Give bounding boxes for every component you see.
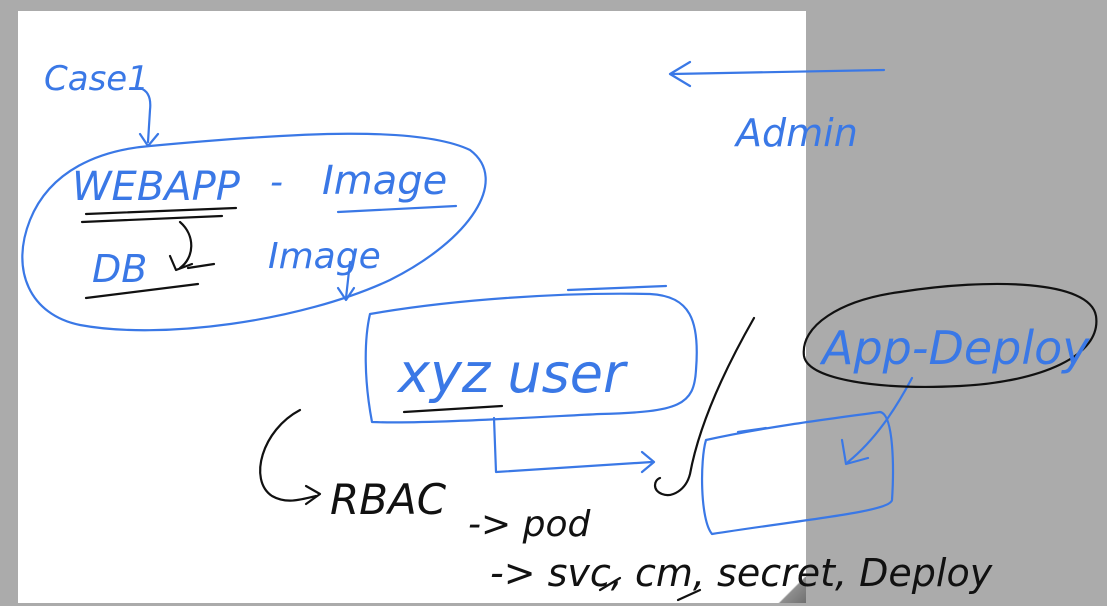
xyz-box-top-stroke [566,284,668,292]
image-underline [336,204,458,214]
webapp-underline-2 [80,214,224,224]
divider-slash [653,316,756,497]
image-label-1: Image [322,158,447,204]
image-label-2: Image [268,236,381,277]
webapp-label: WEBAPP [72,164,241,210]
rbac-curve-arrow [259,408,322,506]
rbac-label: RBAC [330,475,447,524]
webapp-db-ellipse [21,132,487,332]
svc-tick [598,576,622,592]
app-deploy-ellipse [802,282,1098,388]
db-underline [84,282,200,300]
page-curl-corner[interactable] [778,577,806,603]
admin-label: Admin [733,111,858,155]
webapp-underline [84,206,238,216]
db-label: DB [92,247,147,291]
case-label: Case1 [44,59,149,99]
webapp-dash: - [270,162,283,203]
image-down-arrow [336,260,356,302]
deploy-target-box [700,410,895,536]
xyz-connector-arrow [492,416,656,474]
admin-arrow [668,60,886,88]
svc-cm-secret-deploy-label: -> svc, cm, secret, Deploy [490,551,993,595]
app-deploy-arrow [840,376,914,466]
xyz-user-box [364,292,698,424]
cm-tick [676,588,702,602]
xyz-underline [402,404,504,414]
pod-label: -> pod [468,504,591,545]
app-deploy-label: App-Deploy [819,321,1090,375]
deploy-box-top-stroke [736,426,768,434]
db-arrow-dash [186,262,216,270]
xyz-user-label: xyz user [396,342,628,405]
webapp-db-curve-arrow [168,220,194,272]
